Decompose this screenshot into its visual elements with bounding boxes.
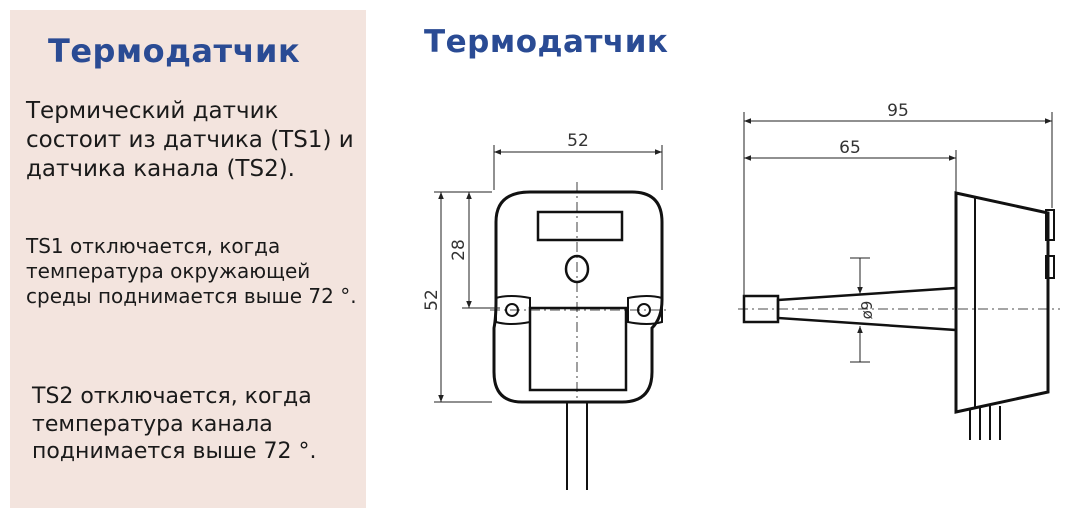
front-height-label: 52 (422, 289, 442, 311)
side-lower-bump (1045, 255, 1055, 279)
ts2-description-text: TS2 отключается, когда температура канал… (32, 384, 317, 464)
description-panel (10, 10, 366, 508)
front-view (490, 182, 668, 490)
panel-title: Термодатчик (48, 32, 301, 70)
front-window-slot (536, 210, 624, 242)
ts1-description-text: TS1 отключается, когда температура окруж… (26, 234, 357, 308)
drawing-title: Термодатчик (424, 24, 669, 60)
side-total-length-label: 95 (887, 101, 909, 121)
side-probe-length-label: 65 (839, 138, 861, 158)
front-right-ear (627, 295, 663, 325)
sensor-composition-text: Термический датчик состоит из датчика (T… (26, 98, 354, 182)
front-width-label: 52 (567, 131, 589, 151)
side-top-bump (1045, 209, 1055, 241)
side-dimensions (743, 112, 1053, 363)
front-dimensions (434, 145, 663, 403)
front-lower-box (528, 306, 628, 392)
front-upper-height-label: 28 (449, 239, 469, 261)
side-housing-outline (954, 191, 1050, 414)
side-view (738, 191, 1060, 440)
side-probe-tube (776, 286, 958, 332)
side-probe-diameter-label: ø9 (858, 301, 876, 320)
